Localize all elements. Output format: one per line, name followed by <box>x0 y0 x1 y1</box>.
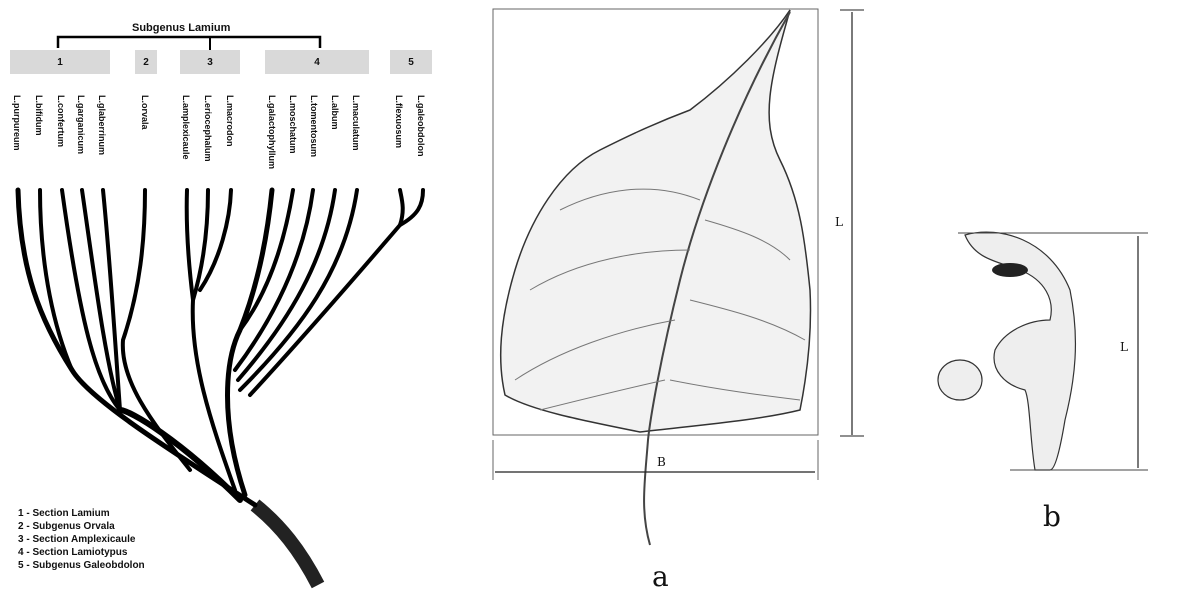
group-box-2: 2 <box>135 50 157 74</box>
leaf-blade <box>501 10 811 432</box>
legend-item: 4 - Section Lamiotypus <box>18 546 145 559</box>
legend: 1 - Section Lamium 2 - Subgenus Orvala 3… <box>18 507 145 572</box>
figure-label-b: b <box>1043 500 1061 533</box>
taxon-label: L.orvala <box>138 95 152 185</box>
leaf-width-label: B <box>657 455 666 469</box>
taxon-label: L.tomentosum <box>307 95 321 185</box>
taxon-label: L.moschatum <box>286 95 300 185</box>
legend-item: 3 - Section Amplexicaule <box>18 533 145 546</box>
subgenus-title: Subgenus Lamium <box>132 22 230 34</box>
legend-item: 5 - Subgenus Galeobdolon <box>18 559 145 572</box>
leaf-length-label: L <box>835 215 843 229</box>
group-box-4: 4 <box>265 50 369 74</box>
figure-label-a: a <box>652 560 669 593</box>
taxon-label: L.eriocephalum <box>201 95 215 185</box>
group-box-3: 3 <box>180 50 240 74</box>
taxon-label: L.galactophyllum <box>265 95 279 185</box>
group-box-5: 5 <box>390 50 432 74</box>
group-box-1: 1 <box>10 50 110 74</box>
legend-item: 1 - Section Lamium <box>18 507 145 520</box>
taxon-label: L.galeobdolon <box>414 95 428 185</box>
taxon-label: L.maculatum <box>349 95 363 185</box>
taxon-label: L.garganicum <box>74 95 88 185</box>
subgenus-bracket <box>58 37 320 48</box>
taxon-label: L.macrodon <box>223 95 237 185</box>
taxon-label: L.album <box>328 95 342 185</box>
flower-length-label: L <box>1120 340 1128 354</box>
taxon-label: L.bifidum <box>32 95 46 185</box>
taxon-label: L.purpureum <box>10 95 24 185</box>
legend-item: 2 - Subgenus Orvala <box>18 520 145 533</box>
tree-branches <box>18 190 423 505</box>
taxon-label: L.amplexicaule <box>179 95 193 185</box>
flower-illustration <box>938 232 1075 470</box>
tree-trunk <box>255 505 318 585</box>
taxon-label: L.flexuosum <box>392 95 406 185</box>
taxon-label: L.glaberrinum <box>95 95 109 185</box>
taxon-label: L.confertum <box>54 95 68 185</box>
